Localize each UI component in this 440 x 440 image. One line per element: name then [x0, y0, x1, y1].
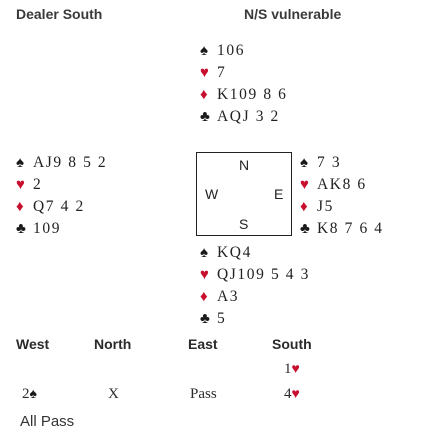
compass-box: N S W E [196, 152, 292, 236]
club-icon: ♣ [200, 311, 210, 327]
diamond-icon: ♦ [16, 199, 24, 215]
auction-header-east: East [188, 336, 218, 352]
auction-header-south: South [272, 336, 312, 352]
compass-south: S [239, 216, 249, 232]
heart-icon: ♥ [291, 362, 300, 377]
bid-north-2: X [108, 386, 119, 402]
heart-icon: ♥ [16, 177, 25, 193]
bid-south-2: 4♥ [284, 386, 300, 402]
auction-header-west: West [16, 336, 50, 352]
spade-icon: ♠ [29, 387, 37, 402]
north-diamonds: ♦K109 8 6 [200, 84, 288, 106]
club-icon: ♣ [16, 221, 26, 237]
west-hand: ♠AJ9 8 5 2 ♥2 ♦Q7 4 2 ♣109 [16, 152, 107, 240]
heart-icon: ♥ [200, 65, 209, 81]
auction-header-north: North [94, 336, 132, 352]
spade-icon: ♠ [16, 155, 24, 171]
south-hearts: ♥QJ109 5 4 3 [200, 264, 310, 286]
north-hearts: ♥7 [200, 62, 288, 84]
west-spades: ♠AJ9 8 5 2 [16, 152, 107, 174]
east-spades: ♠7 3 [300, 152, 384, 174]
east-clubs: ♣K8 7 6 4 [300, 218, 384, 240]
west-hearts: ♥2 [16, 174, 107, 196]
spade-icon: ♠ [200, 245, 208, 261]
north-spades: ♠106 [200, 40, 288, 62]
east-hearts: ♥AK8 6 [300, 174, 384, 196]
bid-south-1: 1♥ [284, 361, 300, 377]
south-diamonds: ♦A3 [200, 286, 310, 308]
heart-icon: ♥ [300, 177, 309, 193]
spade-icon: ♠ [300, 155, 308, 171]
east-hand: ♠7 3 ♥AK8 6 ♦J5 ♣K8 7 6 4 [300, 152, 384, 240]
vulnerability-label: N/S vulnerable [244, 6, 342, 22]
west-diamonds: ♦Q7 4 2 [16, 196, 107, 218]
club-icon: ♣ [300, 221, 310, 237]
south-hand: ♠KQ4 ♥QJ109 5 4 3 ♦A3 ♣5 [200, 242, 310, 330]
east-diamonds: ♦J5 [300, 196, 384, 218]
compass-east: E [274, 186, 284, 202]
heart-icon: ♥ [291, 387, 300, 402]
south-clubs: ♣5 [200, 308, 310, 330]
compass-north: N [239, 157, 250, 173]
west-clubs: ♣109 [16, 218, 107, 240]
dealer-label: Dealer South [16, 6, 103, 22]
heart-icon: ♥ [200, 267, 209, 283]
diamond-icon: ♦ [200, 87, 208, 103]
compass-west: W [205, 186, 219, 202]
diamond-icon: ♦ [300, 199, 308, 215]
north-hand: ♠106 ♥7 ♦K109 8 6 ♣AQJ 3 2 [200, 40, 288, 128]
club-icon: ♣ [200, 109, 210, 125]
south-spades: ♠KQ4 [200, 242, 310, 264]
north-clubs: ♣AQJ 3 2 [200, 106, 288, 128]
diamond-icon: ♦ [200, 289, 208, 305]
bid-west-2: 2♠ [22, 386, 37, 402]
bid-east-2: Pass [190, 386, 217, 402]
auction-final: All Pass [20, 413, 75, 430]
spade-icon: ♠ [200, 43, 208, 59]
